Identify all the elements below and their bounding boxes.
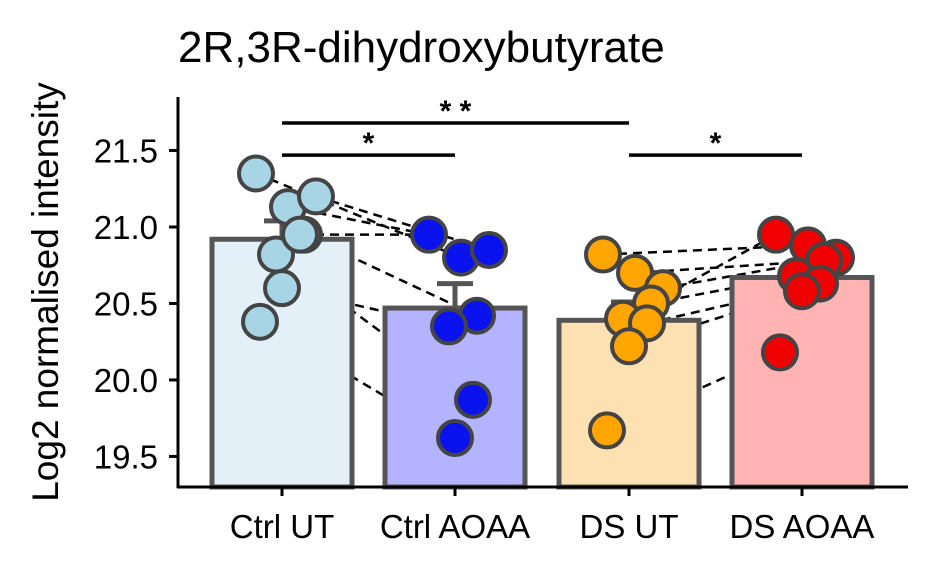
data-point: [436, 419, 474, 458]
significance-label: *: [710, 127, 722, 160]
data-point: [783, 272, 821, 311]
x-tick-label: Ctrl UT: [230, 508, 334, 545]
data-point: [263, 269, 301, 308]
data-point: [470, 230, 508, 269]
data-point: [588, 411, 626, 450]
y-tick-label: 21.5: [94, 133, 158, 170]
significance-label: *: [363, 127, 375, 160]
y-tick-label: 20.0: [94, 362, 158, 399]
y-tick-label: 21.0: [94, 209, 158, 246]
y-tick-label: 20.5: [94, 285, 158, 322]
data-point: [584, 235, 622, 274]
data-points: [237, 154, 855, 458]
data-point: [281, 215, 319, 254]
data-point: [454, 380, 492, 419]
significance-brackets: * * * *: [282, 95, 802, 160]
data-point: [297, 177, 335, 216]
data-point: [757, 215, 795, 254]
bar: [729, 274, 875, 490]
data-point: [241, 302, 279, 341]
y-axis-label: Log2 normalised intensity: [25, 82, 66, 502]
chart-title: 2R,3R-dihydroxybutyrate: [178, 23, 665, 72]
data-point: [410, 215, 448, 254]
x-tick-label: DS AOAA: [730, 508, 875, 545]
y-tick-label: 19.5: [94, 438, 158, 475]
x-tick-label: DS UT: [580, 508, 679, 545]
x-tick-label: Ctrl AOAA: [380, 508, 530, 545]
data-point: [761, 333, 799, 372]
data-point: [430, 307, 468, 346]
data-point: [237, 154, 275, 193]
data-point: [610, 327, 648, 366]
significance-label: * *: [440, 95, 472, 128]
